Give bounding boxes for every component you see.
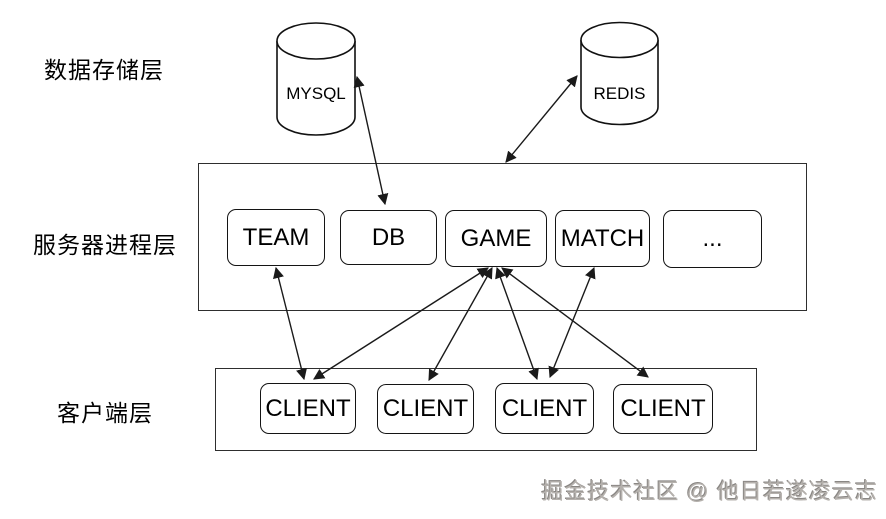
node-client-2: CLIENT xyxy=(377,384,474,434)
node-client-4: CLIENT xyxy=(613,384,713,434)
storage-layer-label: 数据存储层 xyxy=(44,57,164,83)
arrow-team-client1 xyxy=(273,266,307,381)
client-layer-label: 客户端层 xyxy=(57,400,153,426)
node-client-3: CLIENT xyxy=(495,383,594,434)
redis-label: REDIS xyxy=(593,84,646,103)
node-more: ... xyxy=(663,210,762,268)
node-game: GAME xyxy=(445,210,547,267)
arrow-redis-server-layer xyxy=(505,75,578,163)
node-client-1: CLIENT xyxy=(260,383,356,434)
watermark-text: 掘金技术社区 @ 他日若遂凌云志 xyxy=(541,479,878,504)
arrow-game-client3 xyxy=(495,266,539,381)
server-process-layer-label: 服务器进程层 xyxy=(33,232,177,258)
node-team: TEAM xyxy=(227,209,325,266)
node-db: DB xyxy=(340,210,437,265)
node-match: MATCH xyxy=(555,210,650,267)
mysql-cylinder-icon xyxy=(276,22,356,136)
arrow-match-client3 xyxy=(548,266,596,379)
arrow-game-client4 xyxy=(501,267,649,378)
redis-cylinder-icon xyxy=(580,21,659,126)
arrow-game-client1 xyxy=(313,267,489,380)
connection-arrows xyxy=(273,75,649,381)
arrow-mysql-db xyxy=(353,75,389,206)
arrow-game-client2 xyxy=(428,267,493,381)
mysql-label: MYSQL xyxy=(286,84,346,103)
